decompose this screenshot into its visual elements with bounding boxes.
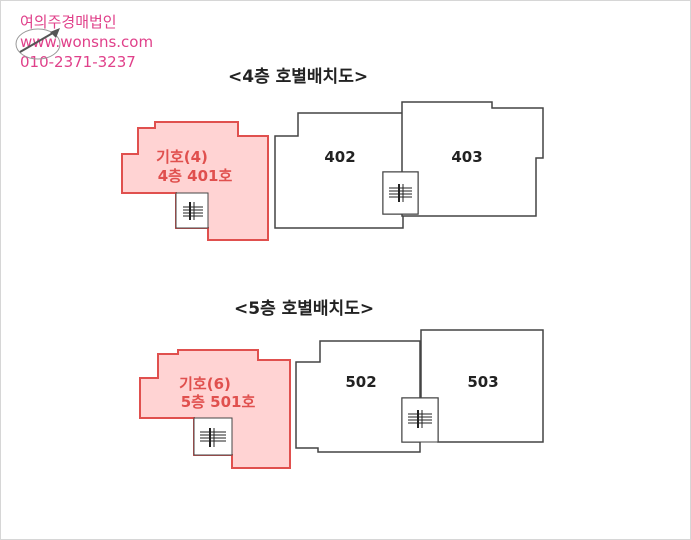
unit-501-label-line2: 5층 501호 (181, 393, 256, 411)
unit-401-highlight[interactable] (121, 121, 269, 241)
unit-502[interactable] (295, 340, 421, 453)
floor5-plan: 기호(6) 5층 501호 502 503 (139, 329, 544, 469)
unit-401-label-line2: 4층 401호 (158, 167, 233, 185)
unit-401-label-line1: 기호(4) (156, 148, 208, 166)
floor4-heading: <4층 호별배치도> (228, 67, 369, 87)
unit-502-label: 502 (345, 373, 376, 391)
unit-503-label: 503 (467, 373, 498, 391)
stair-icon (175, 192, 209, 229)
stair-icon (382, 171, 419, 215)
unit-403-label: 403 (451, 148, 482, 166)
watermark-url: www.wonsns.com (20, 33, 154, 51)
stair-icon (401, 397, 439, 443)
unit-501-label-line1: 기호(6) (179, 375, 231, 393)
unit-402-label: 402 (324, 148, 355, 166)
stair-icon (193, 417, 233, 456)
watermark-company: 여의주경매법인 (20, 13, 117, 31)
watermark-logo-icon (15, 28, 61, 60)
floor4-plan: 기호(4) 4층 401호 402 403 (121, 101, 544, 241)
unit-501-highlight[interactable] (139, 349, 291, 469)
floor5-heading: <5층 호별배치도> (234, 299, 375, 319)
